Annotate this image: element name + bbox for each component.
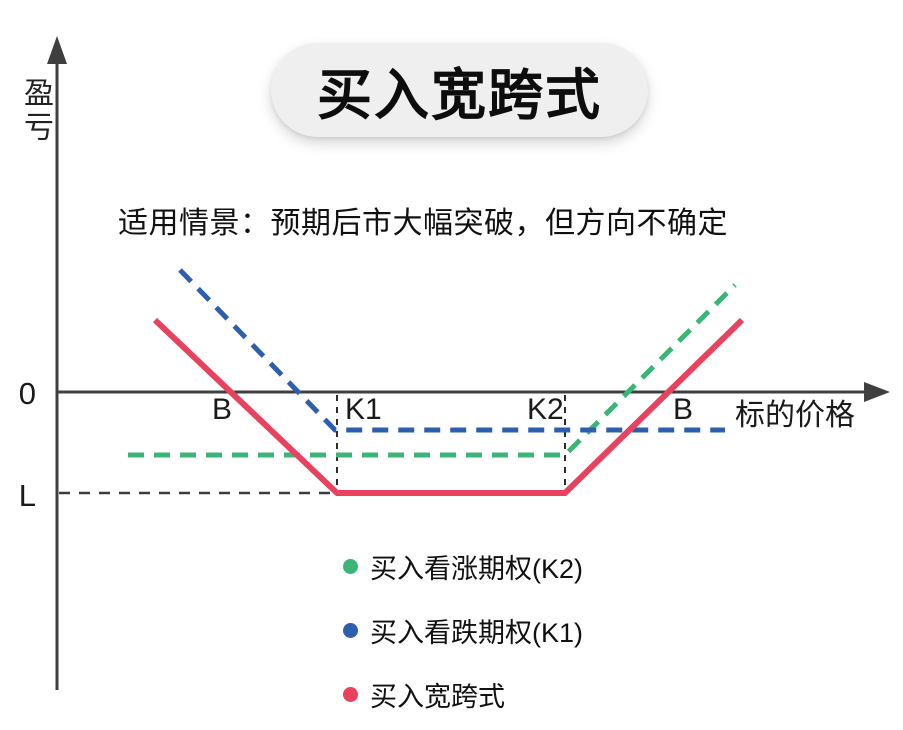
x-axis-arrow-icon: [864, 382, 890, 402]
long-put-dot-icon: [343, 623, 358, 638]
max-loss-tick-label: L: [19, 478, 36, 513]
strike1-label: K1: [345, 393, 382, 426]
legend-item-long-call: 买入看涨期权(K2): [343, 547, 583, 586]
strategy-title: 买入宽跨式: [316, 64, 602, 126]
legend-label-long-strangle: 买入宽跨式: [370, 682, 505, 712]
y-axis-title: 盈亏: [19, 77, 52, 145]
legend-item-long-put: 买入看跌期权(K1): [343, 611, 583, 650]
legend: 买入看涨期权(K2) 买入看跌期权(K1) 买入宽跨式: [343, 547, 583, 714]
strategy-title-pill: 买入宽跨式: [271, 43, 648, 137]
legend-label-long-call: 买入看涨期权(K2): [370, 554, 584, 584]
long-put-line: [178, 268, 725, 433]
breakeven-left-label: B: [212, 393, 232, 426]
breakeven-right-label: B: [673, 393, 693, 426]
y-axis-arrow-icon: [47, 36, 67, 64]
long-call-dot-icon: [343, 559, 358, 574]
scenario-subtitle: 适用情景：预期后市大幅突破，但方向不确定: [118, 207, 728, 240]
x-axis-title: 标的价格: [735, 399, 855, 432]
zero-tick-label: 0: [19, 376, 36, 411]
legend-item-long-strangle: 买入宽跨式: [343, 675, 583, 714]
legend-label-long-put: 买入看跌期权(K1): [370, 618, 584, 648]
long-call-line: [128, 283, 737, 458]
long-strangle-line: [152, 317, 745, 496]
long-strangle-dot-icon: [343, 687, 358, 702]
strike2-label: K2: [527, 393, 564, 426]
